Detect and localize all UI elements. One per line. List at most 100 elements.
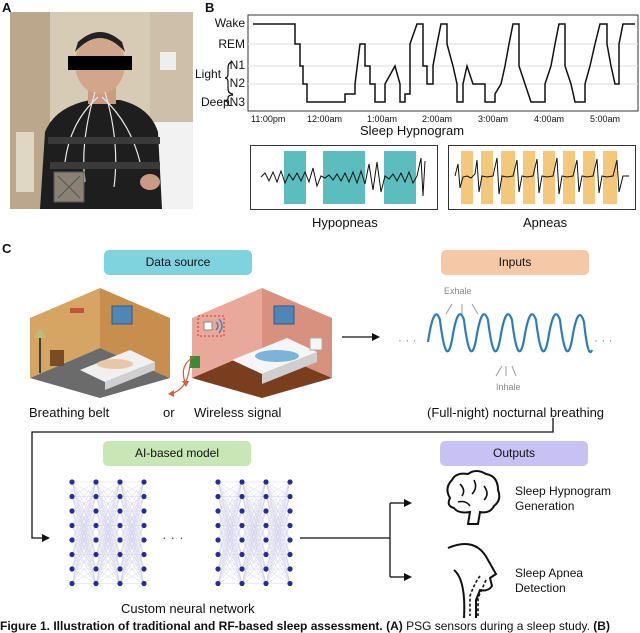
inhale-label: Inhale — [496, 382, 521, 392]
face-mask — [68, 56, 132, 70]
svg-text:· · ·: · · · — [162, 529, 184, 545]
nn-node — [287, 508, 293, 514]
nn-node — [263, 537, 269, 543]
nn-node — [239, 551, 245, 558]
tick-1200am: 12:00am — [307, 114, 343, 124]
nn-node — [215, 580, 221, 587]
nn-node — [69, 551, 75, 558]
nn-node — [69, 537, 75, 543]
nn-node — [263, 479, 269, 485]
nn-node — [287, 537, 293, 543]
nn-node — [93, 551, 99, 558]
nn-node — [141, 479, 147, 485]
panel-a-letter: A — [2, 0, 12, 15]
nn-node — [141, 508, 147, 514]
nn-node — [93, 566, 99, 572]
nn-node — [141, 551, 147, 558]
bedroom-belt-illustration — [20, 278, 180, 398]
apneas-label: Apneas — [523, 215, 568, 230]
nn-node — [215, 522, 221, 529]
stage-wake: Wake — [214, 16, 245, 30]
nn-node — [117, 508, 123, 514]
nn-node — [239, 566, 245, 572]
hypopneas-label: Hypopneas — [312, 215, 378, 230]
hypopnea-shade — [323, 151, 365, 204]
nn-node — [117, 479, 123, 485]
ai-model-pill: AI-based model — [103, 441, 251, 466]
nn-node — [239, 537, 245, 543]
nn-node — [117, 580, 123, 587]
stage-n3: N3 — [229, 95, 245, 109]
nn-node — [263, 580, 269, 587]
nn-node — [239, 493, 245, 500]
nn-node — [239, 522, 245, 529]
output1-line2: Generation — [515, 499, 575, 513]
nn-node — [215, 537, 221, 543]
nn-node — [215, 508, 221, 514]
tick-100am: 1:00am — [367, 114, 398, 124]
nn-node — [141, 493, 147, 500]
exhale-label: Exhale — [444, 286, 472, 296]
nn-node — [215, 493, 221, 500]
nocturnal-breathing-label: (Full-night) nocturnal breathing — [427, 405, 605, 420]
svg-text:· · ·: · · · — [398, 333, 417, 347]
nn-node — [215, 551, 221, 558]
nn-node — [69, 493, 75, 500]
nn-node — [263, 551, 269, 558]
nn-node — [69, 508, 75, 514]
hypnogram-title: Sleep Hypnogram — [360, 123, 465, 138]
nn-node — [93, 580, 99, 587]
nn-node — [287, 580, 293, 587]
bedroom-wireless-illustration — [182, 278, 342, 398]
tick-1100pm: 11:00pm — [251, 114, 286, 124]
caption-normal: PSG sensors during a sleep study. — [402, 619, 594, 633]
tick-300am: 3:00am — [478, 114, 509, 124]
stage-rem: REM — [218, 37, 245, 51]
inputs-pill: Inputs — [441, 250, 589, 275]
nn-node — [69, 580, 75, 587]
nn-node — [263, 566, 269, 572]
nn-node — [69, 479, 75, 485]
hypnogram: Wake REM N1 N2 N3 Light Deep 11:00pm 12:… — [195, 10, 640, 138]
nn-node — [287, 479, 293, 485]
panel-c-letter: C — [2, 241, 12, 256]
nn-node — [93, 508, 99, 514]
output1-line1: Sleep Hypnogram — [515, 484, 612, 498]
nn-node — [117, 493, 123, 500]
apneas-plot — [448, 145, 636, 210]
nn-node — [263, 522, 269, 529]
tick-500am: 5:00am — [590, 114, 621, 124]
nn-node — [69, 522, 75, 529]
breathing-belt-label: Breathing belt — [29, 405, 110, 420]
hypopneas-plot — [250, 145, 438, 210]
nn-node — [239, 479, 245, 485]
nn-node — [93, 537, 99, 543]
nn-node — [93, 493, 99, 500]
svg-text:· · ·: · · · — [594, 333, 613, 347]
tick-400am: 4:00am — [534, 114, 565, 124]
nn-node — [239, 580, 245, 587]
nn-node — [263, 508, 269, 514]
nn-node — [117, 522, 123, 529]
nn-node — [117, 566, 123, 572]
nn-node — [287, 551, 293, 558]
outputs-pill: Outputs — [440, 441, 588, 466]
figure-caption: Figure 1. Illustration of traditional an… — [0, 619, 640, 633]
stage-n2: N2 — [229, 76, 245, 90]
nn-node — [117, 551, 123, 558]
hypnogram-trace — [253, 23, 635, 103]
nn-node — [141, 537, 147, 543]
caption-bold2: (B) — [593, 619, 610, 633]
nn-node — [287, 522, 293, 529]
neural-network-label: Custom neural network — [121, 601, 255, 616]
nn-node — [141, 580, 147, 587]
nn-node — [239, 508, 245, 514]
breathing-signal: · · · · · · Exhale Inhale — [392, 280, 632, 400]
nn-node — [93, 479, 99, 485]
nn-node — [69, 566, 75, 572]
nn-node — [287, 566, 293, 572]
tick-200am: 2:00am — [422, 114, 453, 124]
output2-line1: Sleep Apnea — [515, 566, 584, 580]
data-source-pill: Data source — [104, 250, 252, 275]
output2-line2: Detection — [515, 581, 566, 595]
